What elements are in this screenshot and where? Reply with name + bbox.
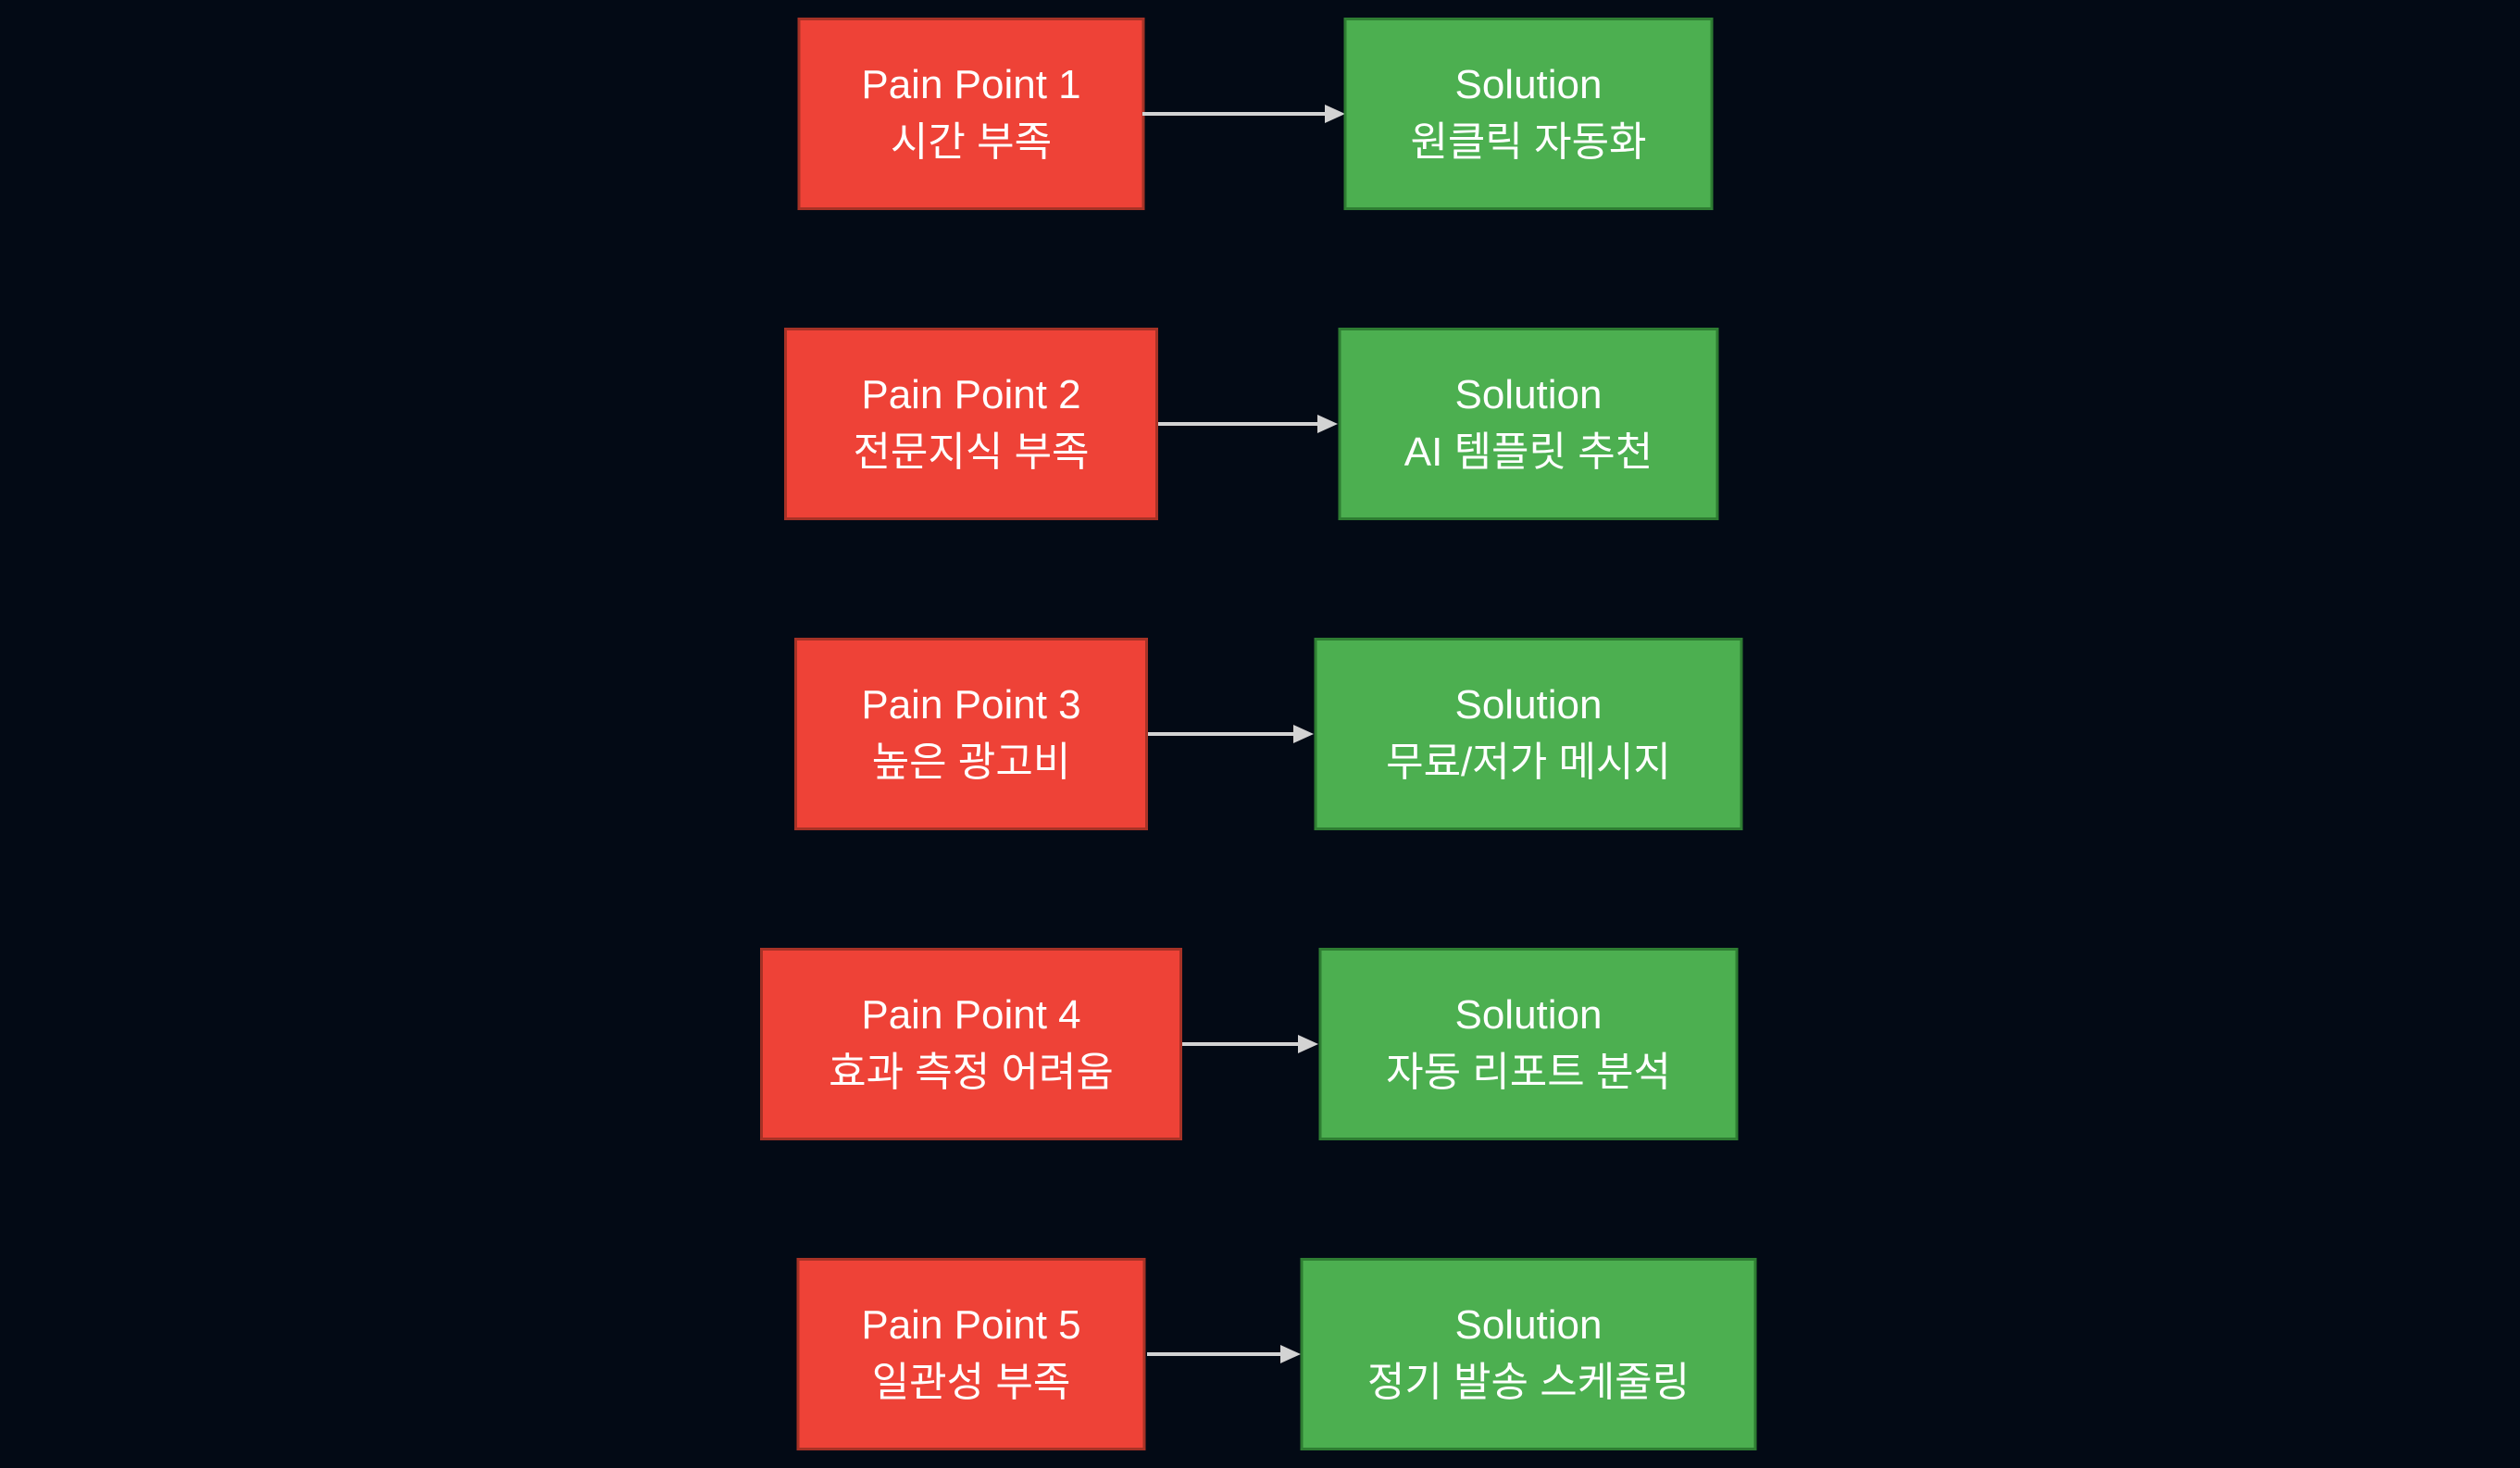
node-title: Solution: [1454, 372, 1603, 417]
node-title: Solution: [1454, 1302, 1603, 1348]
arrow-connector: [1142, 105, 1345, 123]
node-title: Pain Point 4: [861, 992, 1081, 1038]
node-title: Pain Point 2: [861, 372, 1081, 417]
node-subtitle: 무료/저가 메시지: [1386, 740, 1671, 785]
arrow-line: [1158, 422, 1317, 426]
node-title: Solution: [1454, 992, 1603, 1038]
node-title: Pain Point 1: [861, 62, 1081, 107]
arrow-connector: [1148, 725, 1314, 743]
mapping-row-4: Pain Point 4 효과 측정 어려움 Solution 자동 리포트 분…: [0, 948, 2520, 1140]
node-subtitle: AI 템플릿 추천: [1403, 429, 1653, 475]
mapping-row-5: Pain Point 5 일관성 부족 Solution 정기 발송 스케줄링: [0, 1258, 2520, 1450]
arrowhead-icon: [1298, 1035, 1318, 1053]
arrow-connector: [1147, 1345, 1301, 1363]
pain-point-node: Pain Point 2 전문지식 부족: [784, 328, 1158, 520]
arrowhead-icon: [1325, 105, 1345, 123]
node-title: Pain Point 3: [861, 682, 1081, 728]
node-subtitle: 정기 발송 스케줄링: [1366, 1360, 1690, 1405]
arrow-line: [1182, 1042, 1298, 1046]
arrowhead-icon: [1280, 1345, 1301, 1363]
arrow-line: [1147, 1352, 1280, 1356]
mapping-row-1: Pain Point 1 시간 부족 Solution 원클릭 자동화: [0, 18, 2520, 210]
arrowhead-icon: [1293, 725, 1314, 743]
arrow-connector: [1158, 415, 1338, 433]
solution-node: Solution AI 템플릿 추천: [1338, 328, 1719, 520]
node-subtitle: 자동 리포트 분석: [1386, 1050, 1671, 1095]
pain-point-node: Pain Point 5 일관성 부족: [796, 1258, 1146, 1450]
mapping-row-2: Pain Point 2 전문지식 부족 Solution AI 템플릿 추천: [0, 328, 2520, 520]
arrow-connector: [1182, 1035, 1318, 1053]
solution-node: Solution 자동 리포트 분석: [1318, 948, 1739, 1140]
node-subtitle: 효과 측정 어려움: [829, 1050, 1114, 1095]
solution-node: Solution 원클릭 자동화: [1343, 18, 1714, 210]
solution-node: Solution 무료/저가 메시지: [1314, 638, 1743, 830]
pain-point-node: Pain Point 1 시간 부족: [797, 18, 1145, 210]
pain-point-node: Pain Point 3 높은 광고비: [794, 638, 1148, 830]
node-subtitle: 일관성 부족: [871, 1360, 1071, 1405]
pain-point-node: Pain Point 4 효과 측정 어려움: [760, 948, 1182, 1140]
node-title: Pain Point 5: [861, 1302, 1081, 1348]
arrow-line: [1142, 112, 1325, 116]
mapping-row-3: Pain Point 3 높은 광고비 Solution 무료/저가 메시지: [0, 638, 2520, 830]
node-subtitle: 시간 부족: [890, 119, 1053, 165]
node-subtitle: 높은 광고비: [871, 740, 1071, 785]
node-title: Solution: [1454, 62, 1603, 107]
node-title: Solution: [1454, 682, 1603, 728]
node-subtitle: 원클릭 자동화: [1410, 119, 1647, 165]
solution-node: Solution 정기 발송 스케줄링: [1300, 1258, 1757, 1450]
node-subtitle: 전문지식 부족: [853, 429, 1090, 475]
arrowhead-icon: [1317, 415, 1338, 433]
arrow-line: [1148, 732, 1293, 736]
